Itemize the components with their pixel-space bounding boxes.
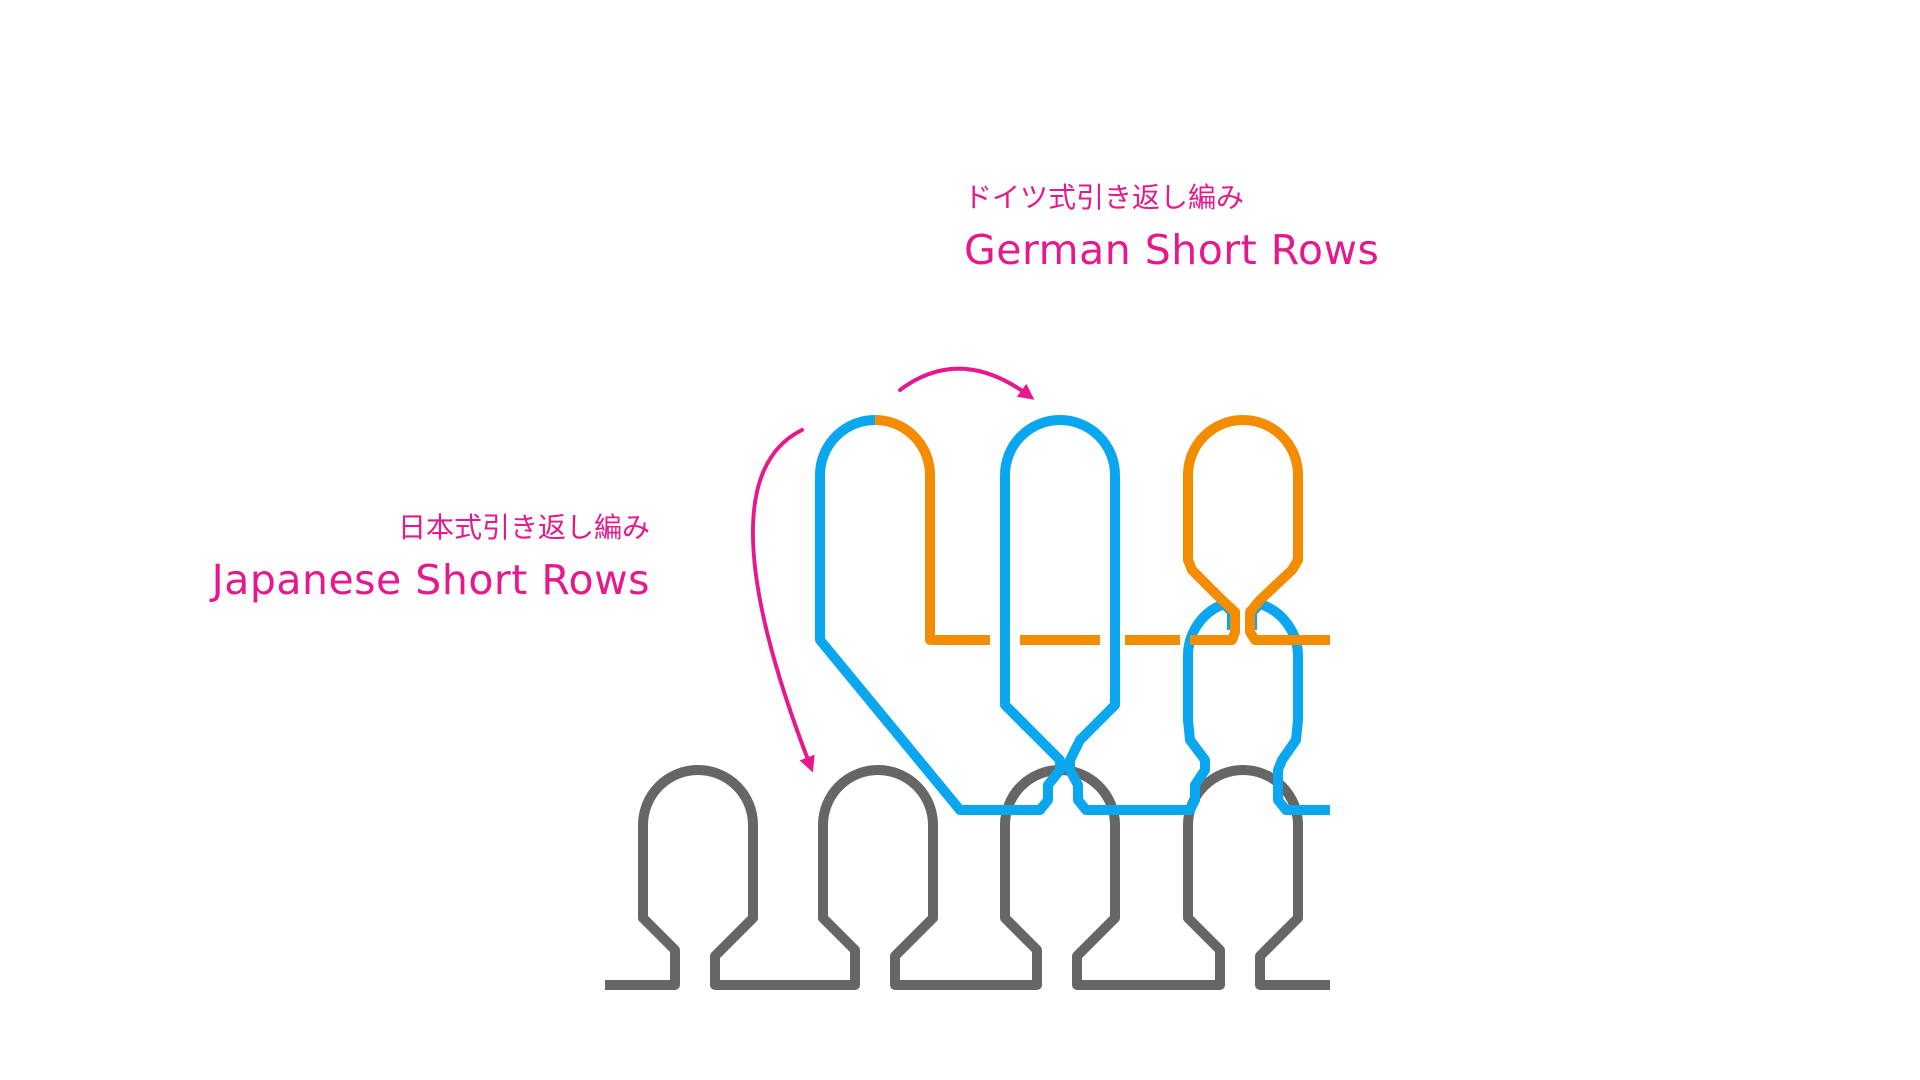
base-row bbox=[605, 765, 1330, 990]
orange-top-stitch bbox=[1183, 415, 1330, 645]
german-label-japanese: ドイツ式引き返し編み bbox=[964, 181, 1245, 214]
base-row-yarn bbox=[605, 765, 1330, 990]
japanese-arrow bbox=[751, 428, 815, 773]
german-short-rows-label: ドイツ式引き返し編み German Short Rows bbox=[964, 180, 1379, 276]
german-arrow bbox=[898, 366, 1035, 400]
orange-row-yarn bbox=[874, 415, 1180, 645]
orange-row bbox=[874, 415, 1330, 645]
arrows bbox=[751, 366, 1035, 773]
german-label-english: German Short Rows bbox=[964, 226, 1380, 274]
japanese-short-rows-label: 日本式引き返し編み Japanese Short Rows bbox=[212, 510, 650, 606]
japanese-label-english: Japanese Short Rows bbox=[211, 556, 650, 604]
japanese-label-japanese: 日本式引き返し編み bbox=[397, 511, 650, 544]
